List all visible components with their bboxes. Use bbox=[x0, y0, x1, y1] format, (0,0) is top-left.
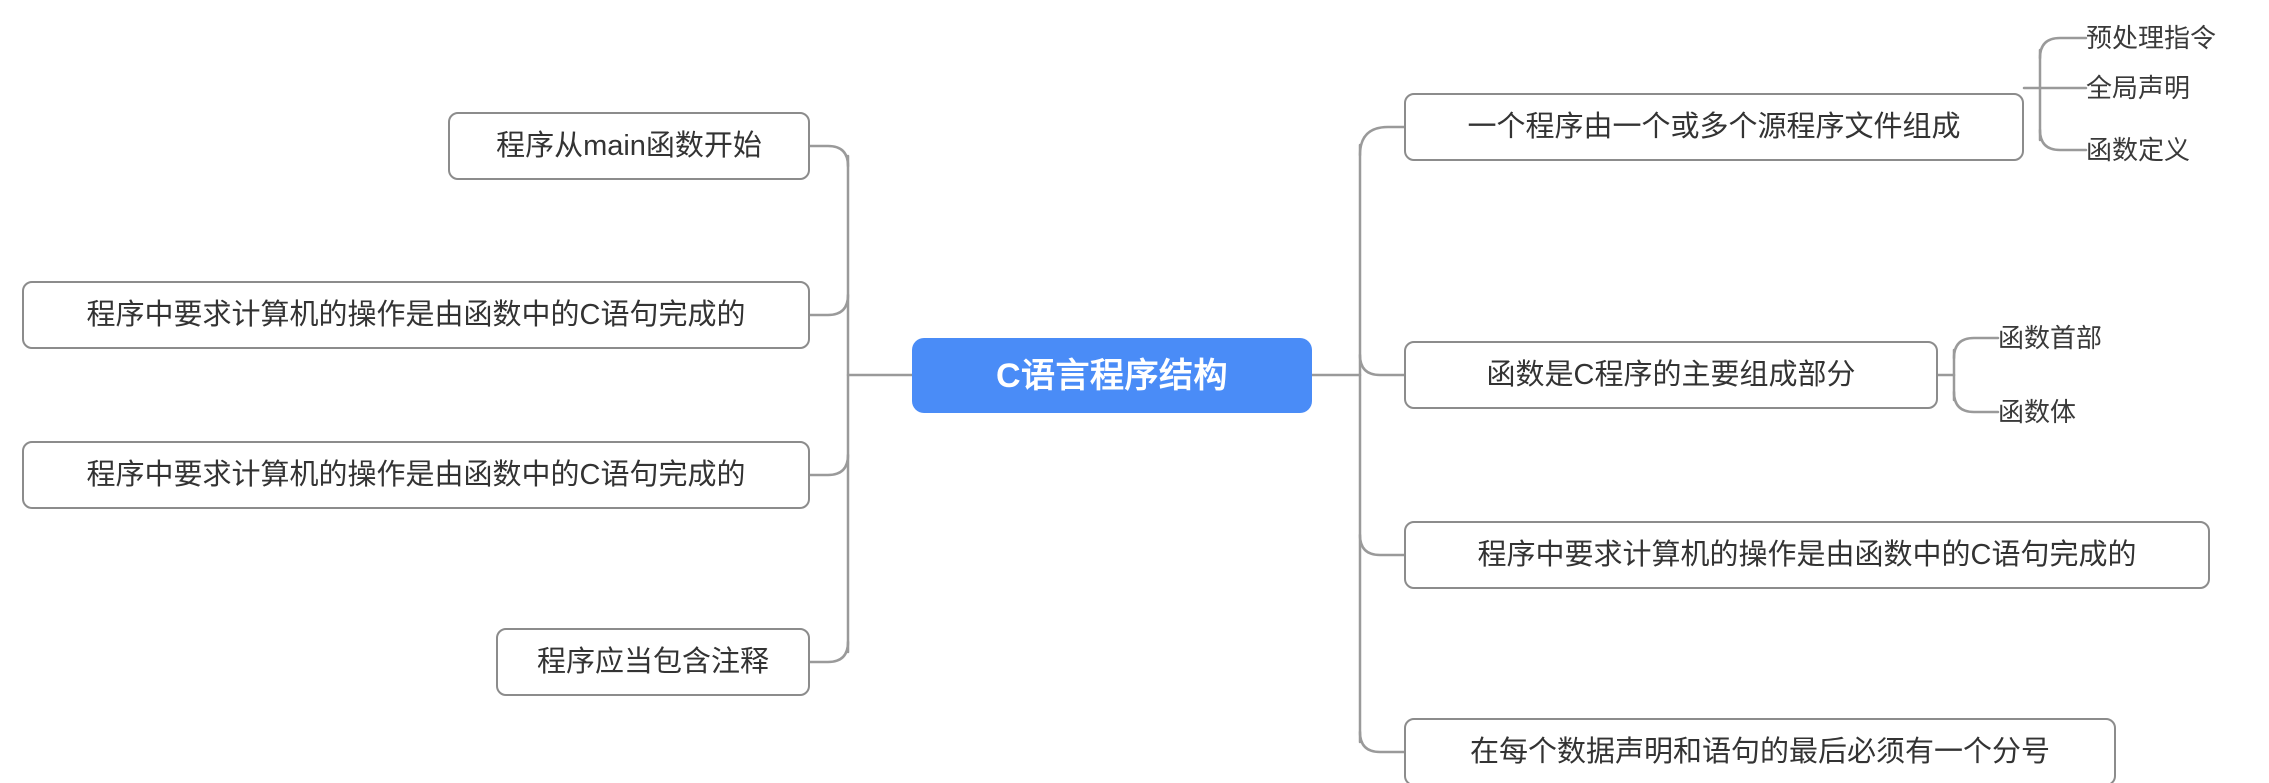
left-node-2-label: 程序中要求计算机的操作是由函数中的C语句完成的 bbox=[86, 298, 746, 331]
left-node-3[interactable]: 程序中要求计算机的操作是由函数中的C语句完成的 bbox=[22, 441, 810, 509]
left-node-4[interactable]: 程序应当包含注释 bbox=[496, 628, 810, 696]
root-node-label: C语言程序结构 bbox=[995, 356, 1229, 395]
right-node-1-label: 一个程序由一个或多个源程序文件组成 bbox=[1467, 110, 1961, 143]
right-node-2-child-2-label: 函数体 bbox=[1998, 397, 2077, 427]
left-node-1-label: 程序从main函数开始 bbox=[496, 129, 762, 162]
left-node-3-label: 程序中要求计算机的操作是由函数中的C语句完成的 bbox=[86, 458, 746, 491]
right-node-3-label: 程序中要求计算机的操作是由函数中的C语句完成的 bbox=[1477, 538, 2137, 571]
left-node-1[interactable]: 程序从main函数开始 bbox=[448, 112, 810, 180]
right-node-2-child-1-label: 函数首部 bbox=[1998, 323, 2103, 353]
right-node-1-child-2-label: 全局声明 bbox=[2086, 73, 2191, 103]
right-node-2-child-1[interactable]: 函数首部 bbox=[1998, 320, 2158, 356]
right-node-2-child-2[interactable]: 函数体 bbox=[1998, 394, 2158, 430]
right-node-2-label: 函数是C程序的主要组成部分 bbox=[1486, 358, 1856, 391]
right-node-4[interactable]: 在每个数据声明和语句的最后必须有一个分号 bbox=[1404, 718, 2116, 783]
right-node-1[interactable]: 一个程序由一个或多个源程序文件组成 bbox=[1404, 93, 2024, 161]
right-node-1-child-1-label: 预处理指令 bbox=[2086, 23, 2217, 53]
right-node-1-child-3[interactable]: 函数定义 bbox=[2086, 132, 2256, 168]
right-node-3[interactable]: 程序中要求计算机的操作是由函数中的C语句完成的 bbox=[1404, 521, 2210, 589]
right-node-1-child-3-label: 函数定义 bbox=[2086, 135, 2191, 165]
right-node-4-label: 在每个数据声明和语句的最后必须有一个分号 bbox=[1469, 735, 2050, 768]
root-node[interactable]: C语言程序结构 bbox=[912, 338, 1312, 413]
right-node-2[interactable]: 函数是C程序的主要组成部分 bbox=[1404, 341, 1938, 409]
left-node-4-label: 程序应当包含注释 bbox=[536, 645, 769, 678]
right-node-1-child-2[interactable]: 全局声明 bbox=[2086, 70, 2256, 106]
left-node-2[interactable]: 程序中要求计算机的操作是由函数中的C语句完成的 bbox=[22, 281, 810, 349]
right-node-1-child-1[interactable]: 预处理指令 bbox=[2086, 20, 2256, 56]
